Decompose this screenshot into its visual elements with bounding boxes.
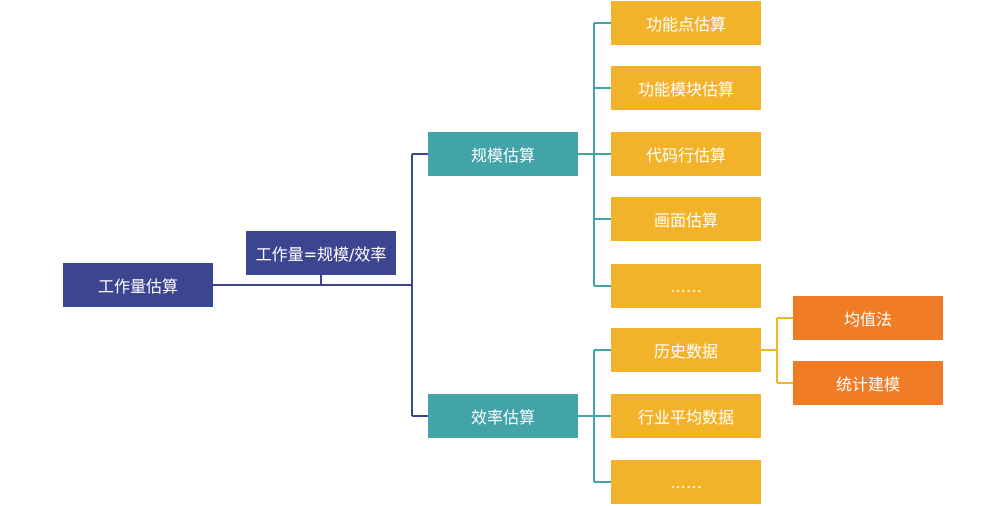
efficiency-child-label: 行业平均数据 <box>637 408 734 427</box>
history-child-node: 统计建模 <box>793 361 943 405</box>
scale-child-label: 代码行估算 <box>645 146 726 165</box>
scale-child-label: 画面估算 <box>653 211 718 230</box>
scale-child-node: 代码行估算 <box>611 132 761 176</box>
scale-node: 规模估算 <box>428 132 578 176</box>
root-label: 工作量估算 <box>97 277 178 296</box>
scale-child-label: …… <box>670 276 702 296</box>
efficiency-node: 效率估算 <box>428 394 578 438</box>
efficiency-child-node: 行业平均数据 <box>611 394 761 438</box>
formula-node: 工作量=规模/效率 <box>246 231 396 275</box>
efficiency-child-node: …… <box>611 460 761 504</box>
history-child-label: 均值法 <box>843 310 892 329</box>
scale-label: 规模估算 <box>470 146 535 165</box>
efficiency-child-label: 历史数据 <box>653 342 718 361</box>
history-child-label: 统计建模 <box>835 375 900 394</box>
root-node: 工作量估算 <box>63 263 213 307</box>
scale-child-node: 画面估算 <box>611 197 761 241</box>
scale-child-label: 功能点估算 <box>645 15 726 34</box>
scale-child-label: 功能模块估算 <box>637 80 734 99</box>
efficiency-label: 效率估算 <box>470 408 535 427</box>
history-child-node: 均值法 <box>793 296 943 340</box>
scale-child-node: …… <box>611 264 761 308</box>
efficiency-child-node: 历史数据 <box>611 328 761 372</box>
formula-label: 工作量=规模/效率 <box>255 245 387 264</box>
efficiency-child-label: …… <box>670 472 702 492</box>
scale-child-node: 功能模块估算 <box>611 66 761 110</box>
scale-child-node: 功能点估算 <box>611 1 761 45</box>
